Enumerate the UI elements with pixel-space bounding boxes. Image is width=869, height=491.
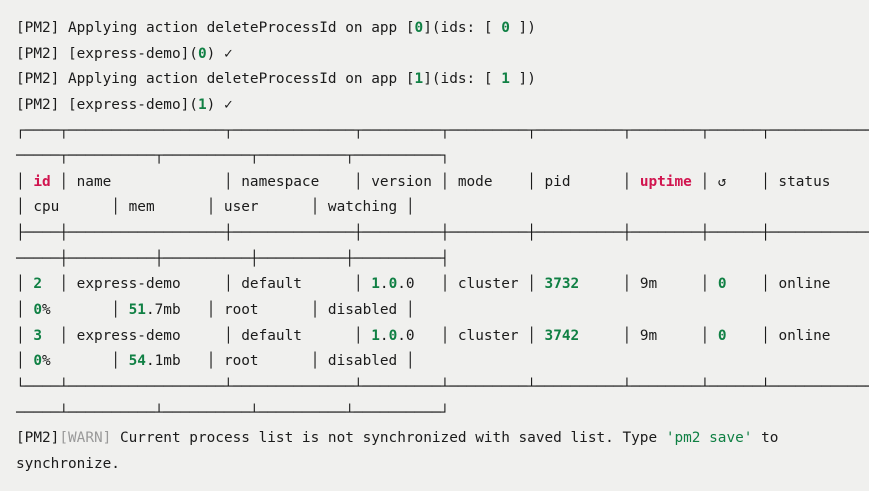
- text-segment: uptime: [639, 173, 692, 190]
- text-segment: ](ids: [: [423, 71, 502, 88]
- table-border-top-b: ─────┬──────────┬──────────┬──────────┬─…: [16, 144, 869, 170]
- text-segment: ─────┬──────────┬──────────┬──────────┬─…: [16, 148, 450, 165]
- text-segment: 54: [128, 353, 146, 370]
- table-row-1-a: │ 2 │ express-demo │ default │ 1.0.0 │ c…: [16, 272, 869, 298]
- text-segment: 0: [33, 353, 42, 370]
- text-segment: │ express-demo │ default │: [42, 327, 372, 344]
- text-segment: ├────┼──────────────────┼──────────────┼…: [16, 225, 869, 242]
- text-segment: 3742: [544, 327, 580, 344]
- text-segment: ┌────┬──────────────────┬──────────────┬…: [16, 122, 869, 139]
- text-segment: 1: [197, 96, 207, 113]
- text-segment: to: [752, 430, 779, 447]
- text-segment: % │: [42, 353, 129, 370]
- text-segment: │ online: [726, 327, 831, 344]
- text-segment: [WARN]: [59, 430, 112, 447]
- table-row-2-a: │ 3 │ express-demo │ default │ 1.0.0 │ c…: [16, 324, 869, 350]
- text-segment: │: [16, 327, 34, 344]
- text-segment: │: [16, 302, 34, 319]
- table-row-1-b: │ 0% │ 51.7mb │ root │ disabled │: [16, 298, 869, 324]
- text-segment: │ cpu │ mem │ user │ watching │: [16, 199, 415, 216]
- text-segment: 3732: [544, 276, 580, 293]
- table-header-b: │ cpu │ mem │ user │ watching │: [16, 195, 869, 221]
- text-segment: 0: [388, 327, 398, 344]
- text-segment: │: [16, 173, 34, 190]
- text-segment: ) ✓: [206, 45, 233, 62]
- text-segment: 51: [128, 302, 146, 319]
- text-segment: ]): [509, 20, 536, 36]
- text-segment: % │: [42, 302, 129, 319]
- text-segment: 3: [33, 327, 42, 344]
- text-segment: .: [379, 327, 389, 344]
- log-deleted-1: [PM2] [express-demo](1) ✓: [16, 93, 869, 119]
- table-border-mid-b: ─────┼──────────┼──────────┼──────────┼─…: [16, 247, 869, 273]
- text-segment: .0 │ cluster │: [397, 327, 545, 344]
- text-segment: [PM2] [express-demo](: [16, 45, 198, 62]
- text-segment: .1mb │ root │ disabled │: [145, 353, 415, 370]
- text-segment: │ online: [726, 276, 831, 293]
- text-segment: 'pm2 save': [665, 430, 753, 447]
- text-segment: 0: [197, 45, 207, 62]
- text-segment: │ express-demo │ default │: [42, 276, 372, 293]
- text-segment: 0: [717, 327, 727, 344]
- text-segment: │ name │ namespace │ version │ mode │ pi…: [50, 173, 640, 190]
- text-segment: [PM2]: [16, 430, 60, 447]
- text-segment: ](ids: [: [423, 20, 502, 36]
- text-segment: ─────┼──────────┼──────────┼──────────┼─…: [16, 250, 450, 267]
- text-segment: 1: [371, 276, 380, 293]
- text-segment: ─────┴──────────┴──────────┴──────────┴─…: [16, 404, 450, 421]
- text-segment: .7mb │ root │ disabled │: [145, 302, 415, 319]
- log-deleted-0: [PM2] [express-demo](0) ✓: [16, 42, 869, 68]
- table-header-a: │ id │ name │ namespace │ version │ mode…: [16, 170, 869, 196]
- text-segment: synchronize.: [16, 455, 120, 472]
- text-segment: 0: [388, 276, 398, 293]
- table-border-bottom-a: └────┴──────────────────┴──────────────┴…: [16, 375, 869, 401]
- text-segment: 0: [414, 20, 424, 36]
- text-segment: .0 │ cluster │: [397, 276, 545, 293]
- log-delete-action-1: [PM2] Applying action deleteProcessId on…: [16, 67, 869, 93]
- text-segment: 1: [501, 71, 510, 88]
- text-segment: [PM2] Applying action deleteProcessId on…: [16, 20, 415, 36]
- table-row-2-b: │ 0% │ 54.1mb │ root │ disabled │: [16, 349, 869, 375]
- text-segment: │: [16, 276, 34, 293]
- text-segment: [PM2] Applying action deleteProcessId on…: [16, 71, 415, 88]
- table-border-bottom-b: ─────┴──────────┴──────────┴──────────┴─…: [16, 401, 869, 427]
- text-segment: │ ↺ │ status: [691, 173, 831, 190]
- text-segment: 0: [717, 276, 727, 293]
- text-segment: └────┴──────────────────┴──────────────┴…: [16, 378, 869, 395]
- text-segment: id: [33, 173, 51, 190]
- table-border-top-a: ┌────┬──────────────────┬──────────────┬…: [16, 119, 869, 145]
- text-segment: .: [379, 276, 389, 293]
- log-delete-action-0: [PM2] Applying action deleteProcessId on…: [16, 16, 869, 42]
- text-segment: │ 9m │: [579, 276, 718, 293]
- text-segment: │ 9m │: [579, 327, 718, 344]
- text-segment: ]): [509, 71, 536, 88]
- log-warn-sync: [PM2][WARN] Current process list is not …: [16, 426, 869, 452]
- text-segment: │: [16, 353, 34, 370]
- text-segment: 0: [501, 20, 510, 36]
- text-segment: ) ✓: [206, 96, 233, 113]
- text-segment: 0: [33, 302, 42, 319]
- text-segment: Current process list is not synchronized…: [111, 430, 666, 447]
- log-warn-sync-wrap: synchronize.: [16, 452, 869, 478]
- text-segment: 1: [371, 327, 380, 344]
- text-segment: [PM2] [express-demo](: [16, 96, 198, 113]
- text-segment: 1: [414, 71, 424, 88]
- table-border-mid-a: ├────┼──────────────────┼──────────────┼…: [16, 221, 869, 247]
- text-segment: 2: [33, 276, 42, 293]
